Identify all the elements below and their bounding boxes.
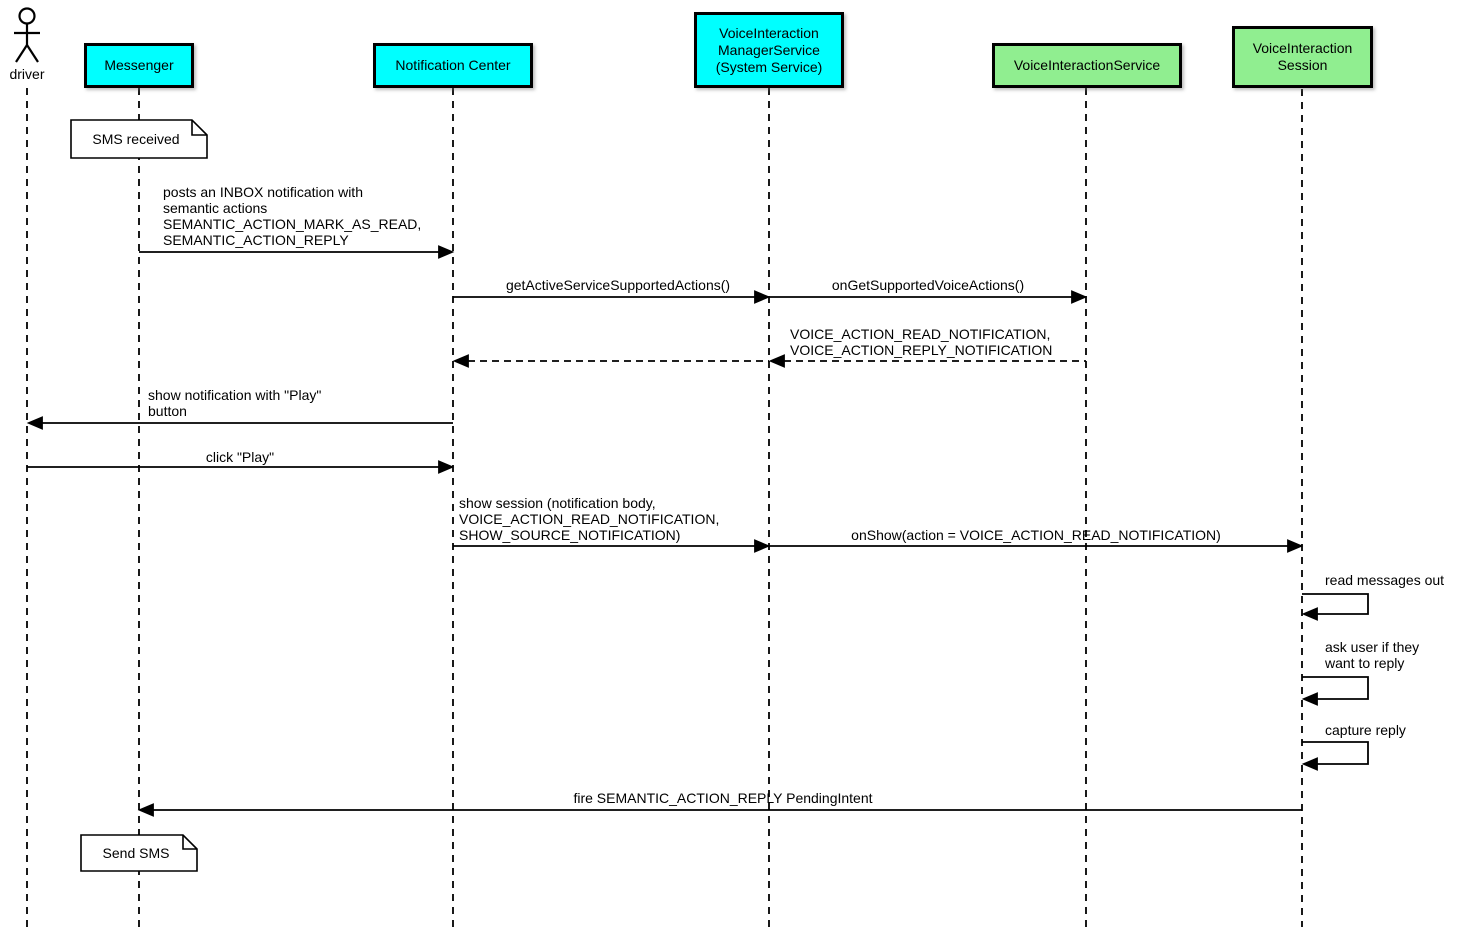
arrow-return-voice-actions-to-manager <box>768 354 1086 368</box>
driver-actor-icon <box>14 7 40 63</box>
self-arrow-read-messages-out <box>1301 593 1369 621</box>
arrow-get-active-service-supported-actions <box>453 290 771 304</box>
participant-voice-interaction-session: VoiceInteraction Session <box>1232 26 1373 88</box>
arrow-click-play <box>27 460 455 474</box>
arrow-show-session <box>453 539 771 553</box>
message-label-on-show: onShow(action = VOICE_ACTION_READ_NOTIFI… <box>851 527 1221 543</box>
message-label-ask-user-if-they-want-to-reply: ask user if they want to reply <box>1325 639 1420 671</box>
arrow-fire-pending-intent <box>137 803 1302 817</box>
note-sms-received <box>70 119 208 159</box>
participant-driver-label: driver <box>9 66 45 82</box>
message-label-show-notification: show notification with "Play" button <box>148 387 322 419</box>
note-sms-received-label: SMS received <box>92 131 180 147</box>
self-arrow-ask-user-if-they-want-to-reply <box>1301 676 1369 706</box>
arrow-return-voice-actions-to-notification-center <box>452 354 769 368</box>
arrow-posts-inbox-notification <box>139 245 455 259</box>
note-send-sms <box>80 834 198 872</box>
message-label-return-voice-actions: VOICE_ACTION_READ_NOTIFICATION, VOICE_AC… <box>790 326 1053 358</box>
participant-voice-interaction-service: VoiceInteractionService <box>992 43 1182 88</box>
message-label-fire-pending-intent: fire SEMANTIC_ACTION_REPLY PendingIntent <box>573 790 873 806</box>
arrow-on-show <box>769 539 1304 553</box>
participant-messenger: Messenger <box>84 43 194 88</box>
message-label-get-active-service-supported-actions: getActiveServiceSupportedActions() <box>505 277 731 293</box>
message-label-read-messages-out: read messages out <box>1325 572 1445 588</box>
self-arrow-capture-reply <box>1301 741 1369 771</box>
message-label-show-session: show session (notification body, VOICE_A… <box>459 495 720 543</box>
message-label-click-play: click "Play" <box>205 449 275 465</box>
message-label-posts-inbox-notification: posts an INBOX notification with semanti… <box>163 184 422 248</box>
note-send-sms-label: Send SMS <box>102 845 170 861</box>
message-label-capture-reply: capture reply <box>1325 722 1406 738</box>
arrow-show-notification <box>26 416 453 430</box>
participant-voice-interaction-manager-service: VoiceInteraction ManagerService (System … <box>694 12 844 88</box>
participant-notification-center: Notification Center <box>373 43 533 88</box>
arrow-on-get-supported-voice-actions <box>769 290 1088 304</box>
message-label-on-get-supported-voice-actions: onGetSupportedVoiceActions() <box>831 277 1025 293</box>
